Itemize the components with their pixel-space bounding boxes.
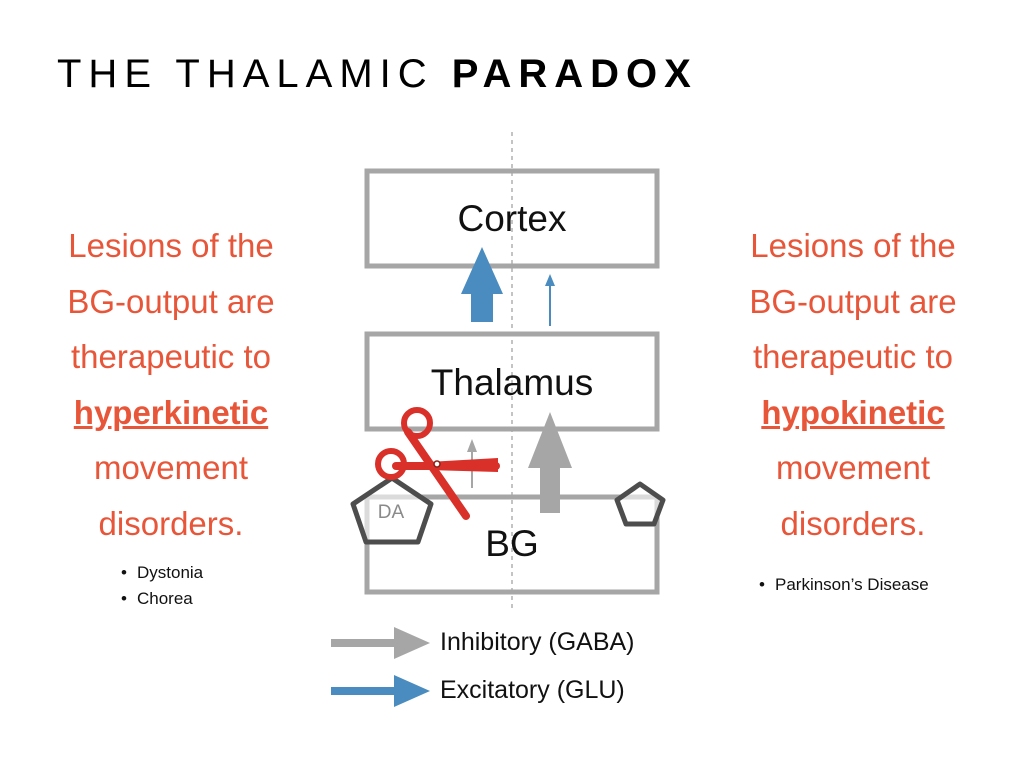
thalamus-label: Thalamus — [431, 362, 593, 403]
excitatory-legend-arrow — [331, 675, 430, 707]
title-prefix: THE THALAMIC — [57, 52, 452, 96]
right-line-2: BG-output are — [749, 282, 957, 320]
inhibitory-legend-arrow — [331, 627, 430, 659]
left-line-6: disorders. — [98, 504, 244, 542]
dopamine-label: DA — [378, 502, 405, 523]
page-title: THE THALAMIC PARADOX — [57, 54, 698, 94]
bg-label: BG — [485, 523, 538, 564]
left-keyword: hyperkinetic — [73, 393, 269, 431]
left-line-5: movement — [93, 449, 249, 486]
legend-inhibitory-label: Inhibitory (GABA) — [440, 628, 635, 656]
right-line-3: therapeutic to — [753, 338, 953, 375]
right-line-6: disorders. — [780, 504, 926, 542]
right-line-1: Lesions of the — [750, 227, 956, 264]
right-bullet-list: Parkinson’s Disease — [759, 572, 929, 598]
scissors-icon — [375, 407, 500, 520]
left-line-1: Lesions of the — [68, 227, 274, 264]
excitatory-arrow-strong — [461, 247, 503, 322]
left-line-3: therapeutic to — [71, 338, 271, 375]
pentagon-icon — [614, 481, 666, 527]
right-keyword: hypokinetic — [761, 393, 945, 431]
list-item: Dystonia — [121, 560, 203, 586]
left-bullet-list: Dystonia Chorea — [121, 560, 203, 612]
inhibitory-arrow-strong — [528, 412, 572, 513]
pentagon-icon — [350, 475, 434, 545]
title-emphasis: PARADOX — [451, 52, 698, 96]
left-line-2: BG-output are — [67, 282, 275, 320]
list-item: Parkinson’s Disease — [759, 572, 929, 598]
thalamus-box — [364, 331, 660, 432]
right-statement: Lesions of the BG-output are therapeutic… — [698, 218, 1008, 551]
left-statement: Lesions of the BG-output are therapeutic… — [16, 218, 326, 551]
list-item: Chorea — [121, 586, 203, 612]
excitatory-arrow-weak — [545, 274, 555, 326]
legend-excitatory-label: Excitatory (GLU) — [440, 676, 625, 704]
cortex-label: Cortex — [458, 198, 567, 239]
cortex-box — [364, 168, 660, 269]
right-line-5: movement — [775, 449, 931, 486]
